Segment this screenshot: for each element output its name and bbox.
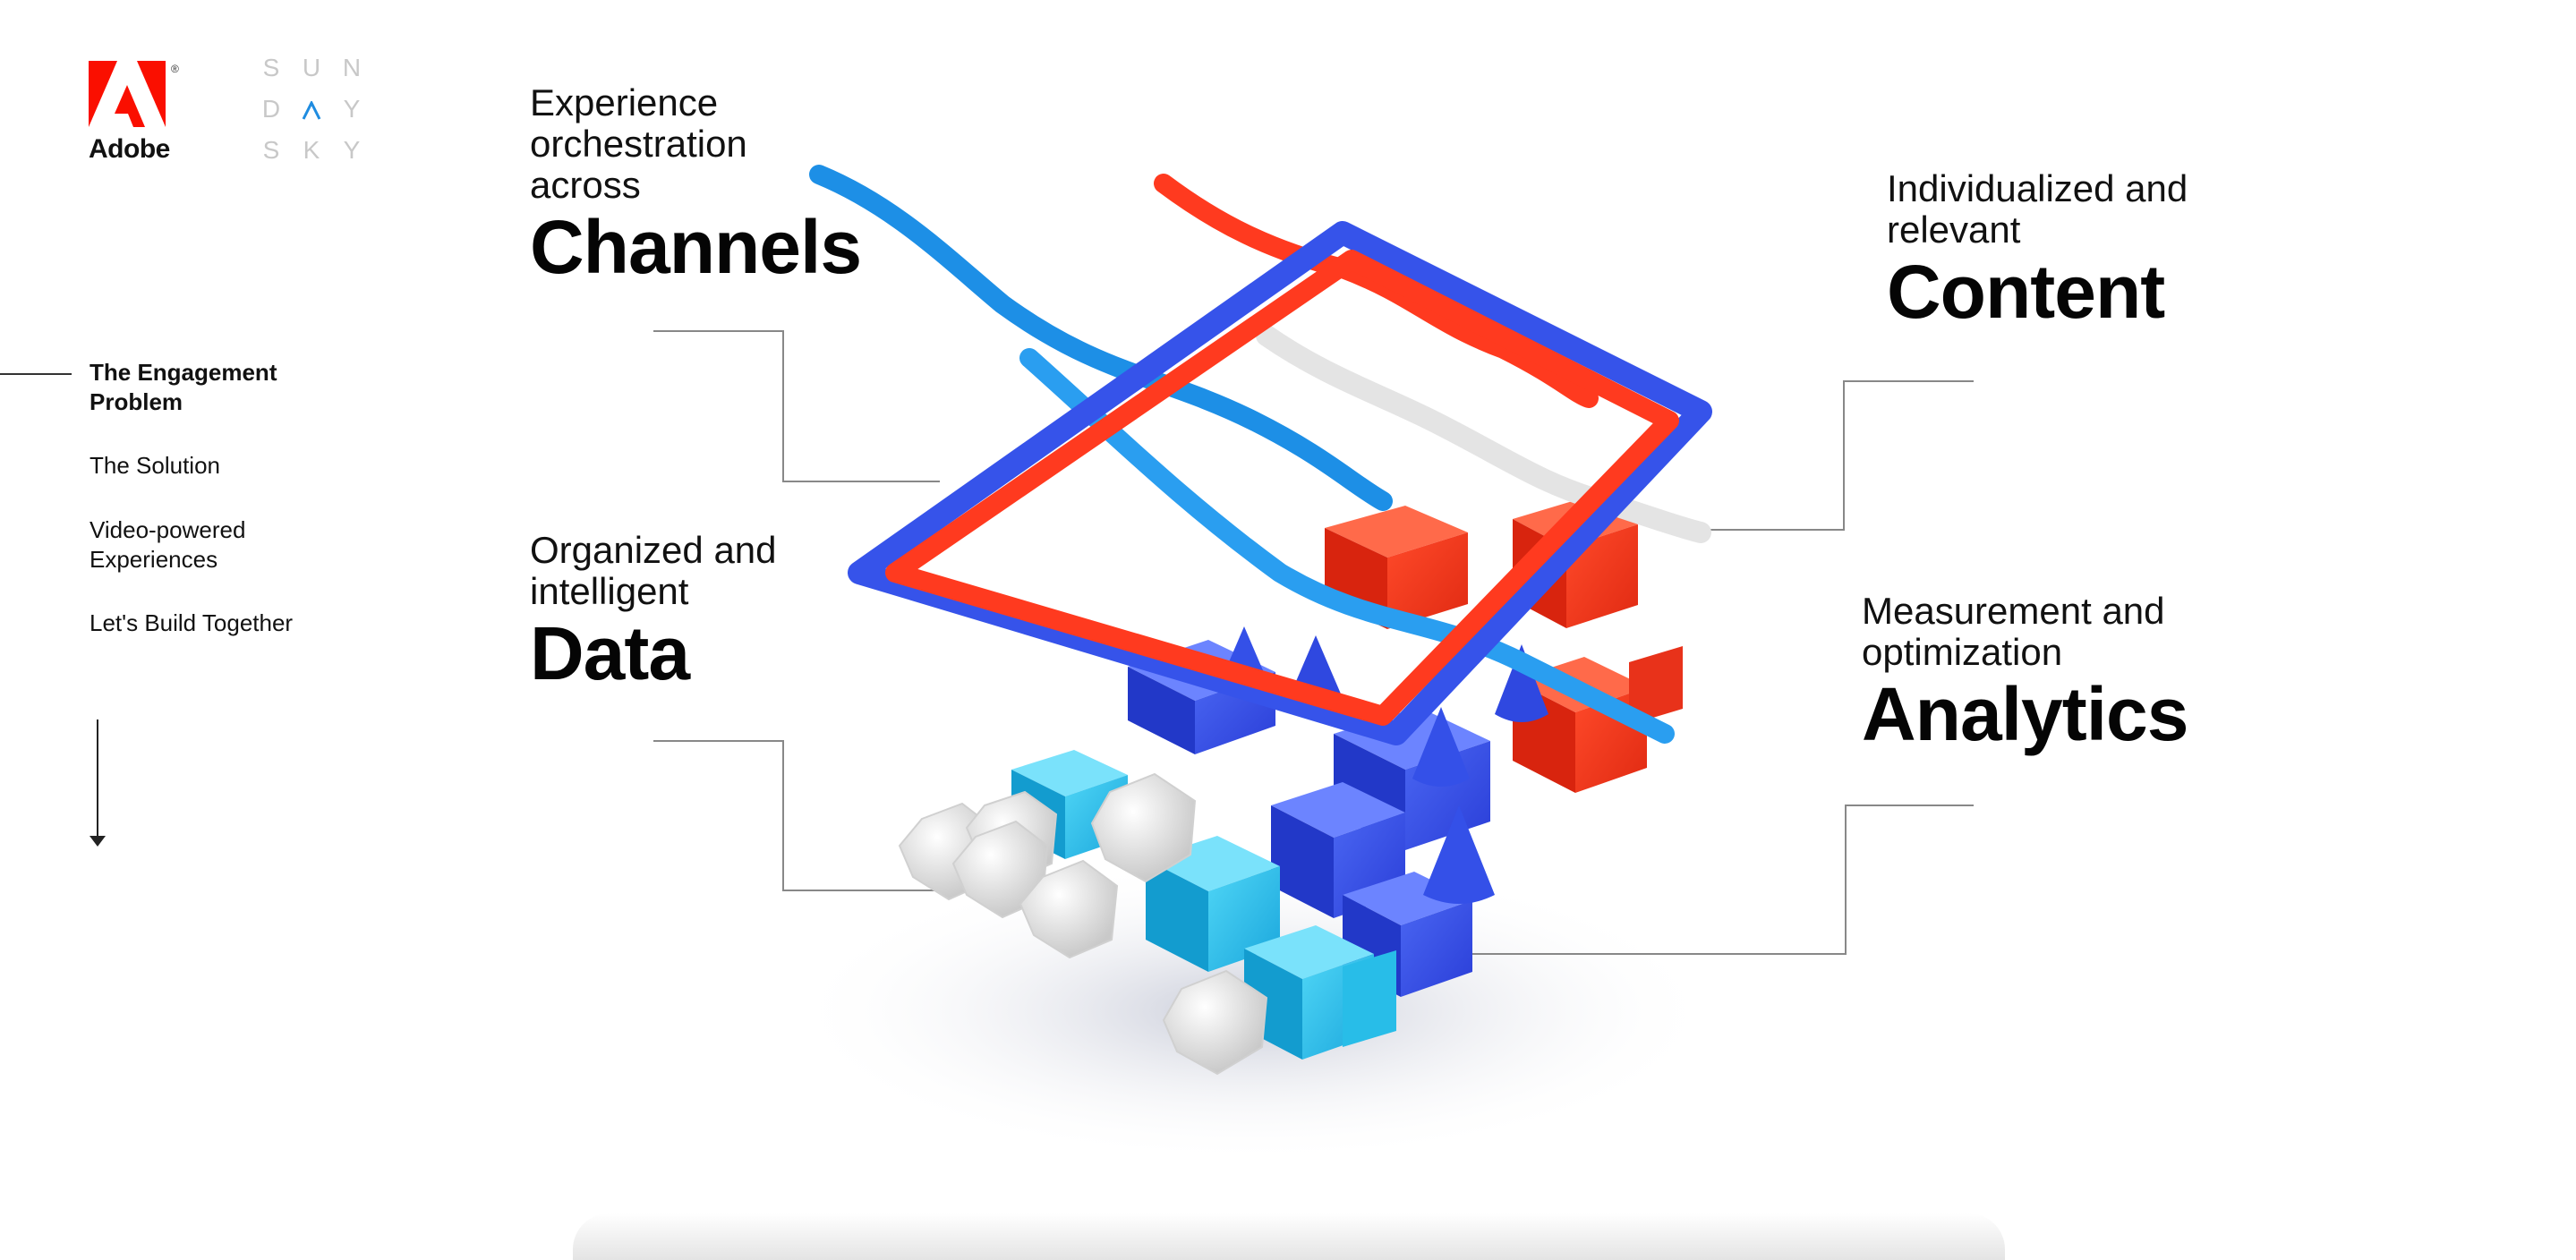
nav-item-engagement-problem[interactable]: The Engagement Problem bbox=[90, 359, 277, 415]
bottom-panel-edge bbox=[573, 1213, 2005, 1260]
registered-mark: ® bbox=[171, 63, 179, 75]
red-cubes bbox=[1325, 498, 1683, 793]
sundaysky-row-3: S K Y bbox=[258, 136, 365, 165]
blue-cubes bbox=[1128, 626, 1548, 997]
red-frame bbox=[885, 250, 1679, 726]
illustration-shadow bbox=[788, 859, 1719, 1163]
logo-letter: U bbox=[302, 54, 321, 81]
nav-item-lets-build-together[interactable]: Let's Build Together bbox=[90, 609, 294, 636]
feature-data-description: Organized and intelligent bbox=[530, 529, 777, 612]
leader-lines bbox=[653, 330, 1974, 955]
tubes bbox=[809, 165, 1711, 744]
feature-analytics-description: Measurement and optimization bbox=[1862, 590, 2165, 673]
frames bbox=[848, 221, 1712, 745]
feature-content-description: Individualized and relevant bbox=[1887, 167, 2188, 251]
blue-frame bbox=[848, 221, 1712, 745]
white-wave-tube bbox=[1256, 325, 1711, 543]
feature-analytics: Measurement and optimization Analytics bbox=[1862, 590, 2188, 756]
leader-line-analytics bbox=[1459, 805, 1974, 955]
adobe-logo-icon bbox=[89, 61, 166, 127]
feature-content-title: Content bbox=[1887, 250, 2165, 334]
feature-channels: Experience orchestration across Channels bbox=[530, 81, 862, 289]
leader-line-channels bbox=[653, 330, 940, 482]
feature-channels-description: Experience orchestration across bbox=[530, 81, 747, 206]
logo-accent-letter bbox=[298, 95, 325, 123]
logo-letter: N bbox=[342, 54, 362, 81]
nav-active-indicator bbox=[0, 373, 72, 375]
blue-wave-tube-2 bbox=[1019, 348, 1675, 744]
sundaysky-logo[interactable]: S U N D Y S K Y bbox=[258, 54, 365, 170]
feature-data-title: Data bbox=[530, 611, 690, 695]
blue-wave-tube-1 bbox=[809, 165, 1393, 511]
feature-content: Individualized and relevant Content bbox=[1887, 167, 2188, 334]
sundaysky-row-1: S U N bbox=[258, 54, 365, 82]
red-wave-tube bbox=[1154, 174, 1599, 408]
leader-line-content bbox=[1683, 380, 1974, 531]
adobe-logo[interactable]: ® Adobe bbox=[89, 61, 185, 168]
logo-letter: S bbox=[262, 136, 280, 164]
feature-analytics-title: Analytics bbox=[1862, 672, 2188, 756]
logo-letter: Y bbox=[343, 95, 361, 123]
sundaysky-row-2: D Y bbox=[258, 95, 365, 123]
adobe-wordmark: Adobe bbox=[89, 134, 170, 164]
arrow-down-icon[interactable] bbox=[90, 836, 106, 847]
scroll-line bbox=[97, 719, 98, 841]
feature-channels-title: Channels bbox=[530, 205, 862, 289]
logo-letter: Y bbox=[343, 136, 361, 164]
logo-letter: D bbox=[261, 95, 281, 123]
white-gems bbox=[898, 772, 1268, 1076]
logo-letter: S bbox=[262, 54, 280, 81]
logo-letter: K bbox=[303, 136, 320, 164]
leader-line-data bbox=[653, 740, 962, 891]
nav-item-solution[interactable]: The Solution bbox=[90, 452, 220, 479]
feature-data: Organized and intelligent Data bbox=[530, 529, 777, 695]
nav-item-video-powered-experiences[interactable]: Video-powered Experiences bbox=[90, 516, 246, 573]
cyan-cubes bbox=[1011, 750, 1396, 1060]
